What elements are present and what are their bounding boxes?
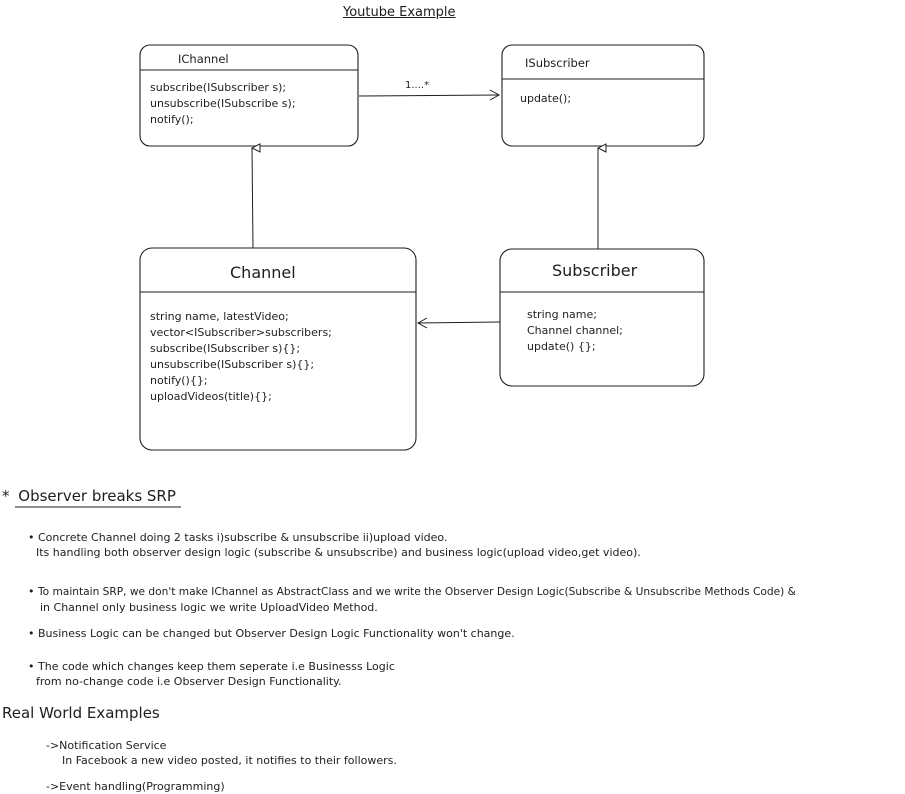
isubscriber-name: ISubscriber [525, 56, 590, 70]
isubscriber-methods: update(); [520, 91, 571, 107]
association-arrow [358, 89, 501, 101]
subscriber-name: Subscriber [552, 261, 638, 280]
subscriber-members: string name; Channel channel; update() {… [527, 307, 623, 355]
ichannel-box [139, 44, 359, 147]
association-multiplicity: 1....* [405, 80, 430, 91]
channel-member: unsubscribe(ISubscriber s){}; [150, 358, 315, 371]
bullet-line: in Channel only business logic we write … [40, 601, 378, 614]
channel-name: Channel [230, 263, 296, 282]
ichannel-method: notify(); [150, 113, 194, 126]
ichannel-method: unsubscribe(ISubscribe s); [150, 97, 296, 110]
bullet-mark: • [28, 531, 35, 544]
bullet-4: • The code which changes keep them seper… [28, 659, 395, 689]
bullet-mark: • [28, 585, 35, 598]
ichannel-method: subscribe(ISubscriber s); [150, 81, 287, 94]
channel-members: string name, latestVideo; vector<ISubscr… [150, 309, 332, 405]
diagram-title: Youtube Example [343, 5, 456, 20]
bullet-line: Concrete Channel doing 2 tasks i)subscri… [38, 531, 448, 544]
bullet-3: • Business Logic can be changed but Obse… [28, 626, 515, 641]
subscriber-channel-arrow [416, 317, 501, 329]
channel-member: string name, latestVideo; [150, 310, 289, 323]
subscriber-member: update() {}; [527, 340, 596, 353]
bullet-1: • Concrete Channel doing 2 tasks i)subsc… [28, 530, 641, 560]
bullet-line: Business Logic can be changed but Observ… [38, 627, 515, 640]
bullet-mark: • [28, 627, 35, 640]
example-item: ->Notification Service In Facebook a new… [46, 738, 397, 768]
heading-text: Observer breaks SRP [18, 487, 176, 505]
example-label: ->Notification Service [46, 739, 167, 752]
bullet-line: Its handling both observer design logic … [36, 546, 641, 559]
example-item: ->Event handling(Programming) [46, 779, 225, 794]
bullet-line: To maintain SRP, we don't make IChannel … [38, 586, 796, 598]
bullet-mark: • [28, 660, 35, 673]
ichannel-methods: subscribe(ISubscriber s); unsubscribe(IS… [150, 80, 296, 128]
heading-asterisk: * [2, 487, 10, 505]
examples-heading: Real World Examples [2, 704, 160, 722]
isubscriber-method: update(); [520, 92, 572, 105]
channel-member: subscribe(ISubscriber s){}; [150, 342, 301, 355]
channel-box [139, 247, 417, 451]
channel-member: uploadVideos(title){}; [150, 390, 272, 403]
example-detail: In Facebook a new video posted, it notif… [62, 754, 397, 767]
channel-member: vector<ISubscriber>subscribers; [150, 326, 332, 339]
realization-arrow-channel [252, 148, 253, 249]
subscriber-member: string name; [527, 308, 597, 321]
bullet-line: The code which changes keep them seperat… [38, 660, 395, 673]
notes-heading: * Observer breaks SRP [2, 488, 176, 504]
bullet-2: • To maintain SRP, we don't make IChanne… [28, 584, 796, 615]
example-label: ->Event handling(Programming) [46, 780, 225, 793]
subscriber-box [499, 248, 705, 387]
subscriber-member: Channel channel; [527, 324, 623, 337]
ichannel-name: IChannel [178, 52, 229, 66]
bullet-line: from no-change code i.e Observer Design … [36, 675, 342, 688]
channel-member: notify(){}; [150, 374, 208, 387]
